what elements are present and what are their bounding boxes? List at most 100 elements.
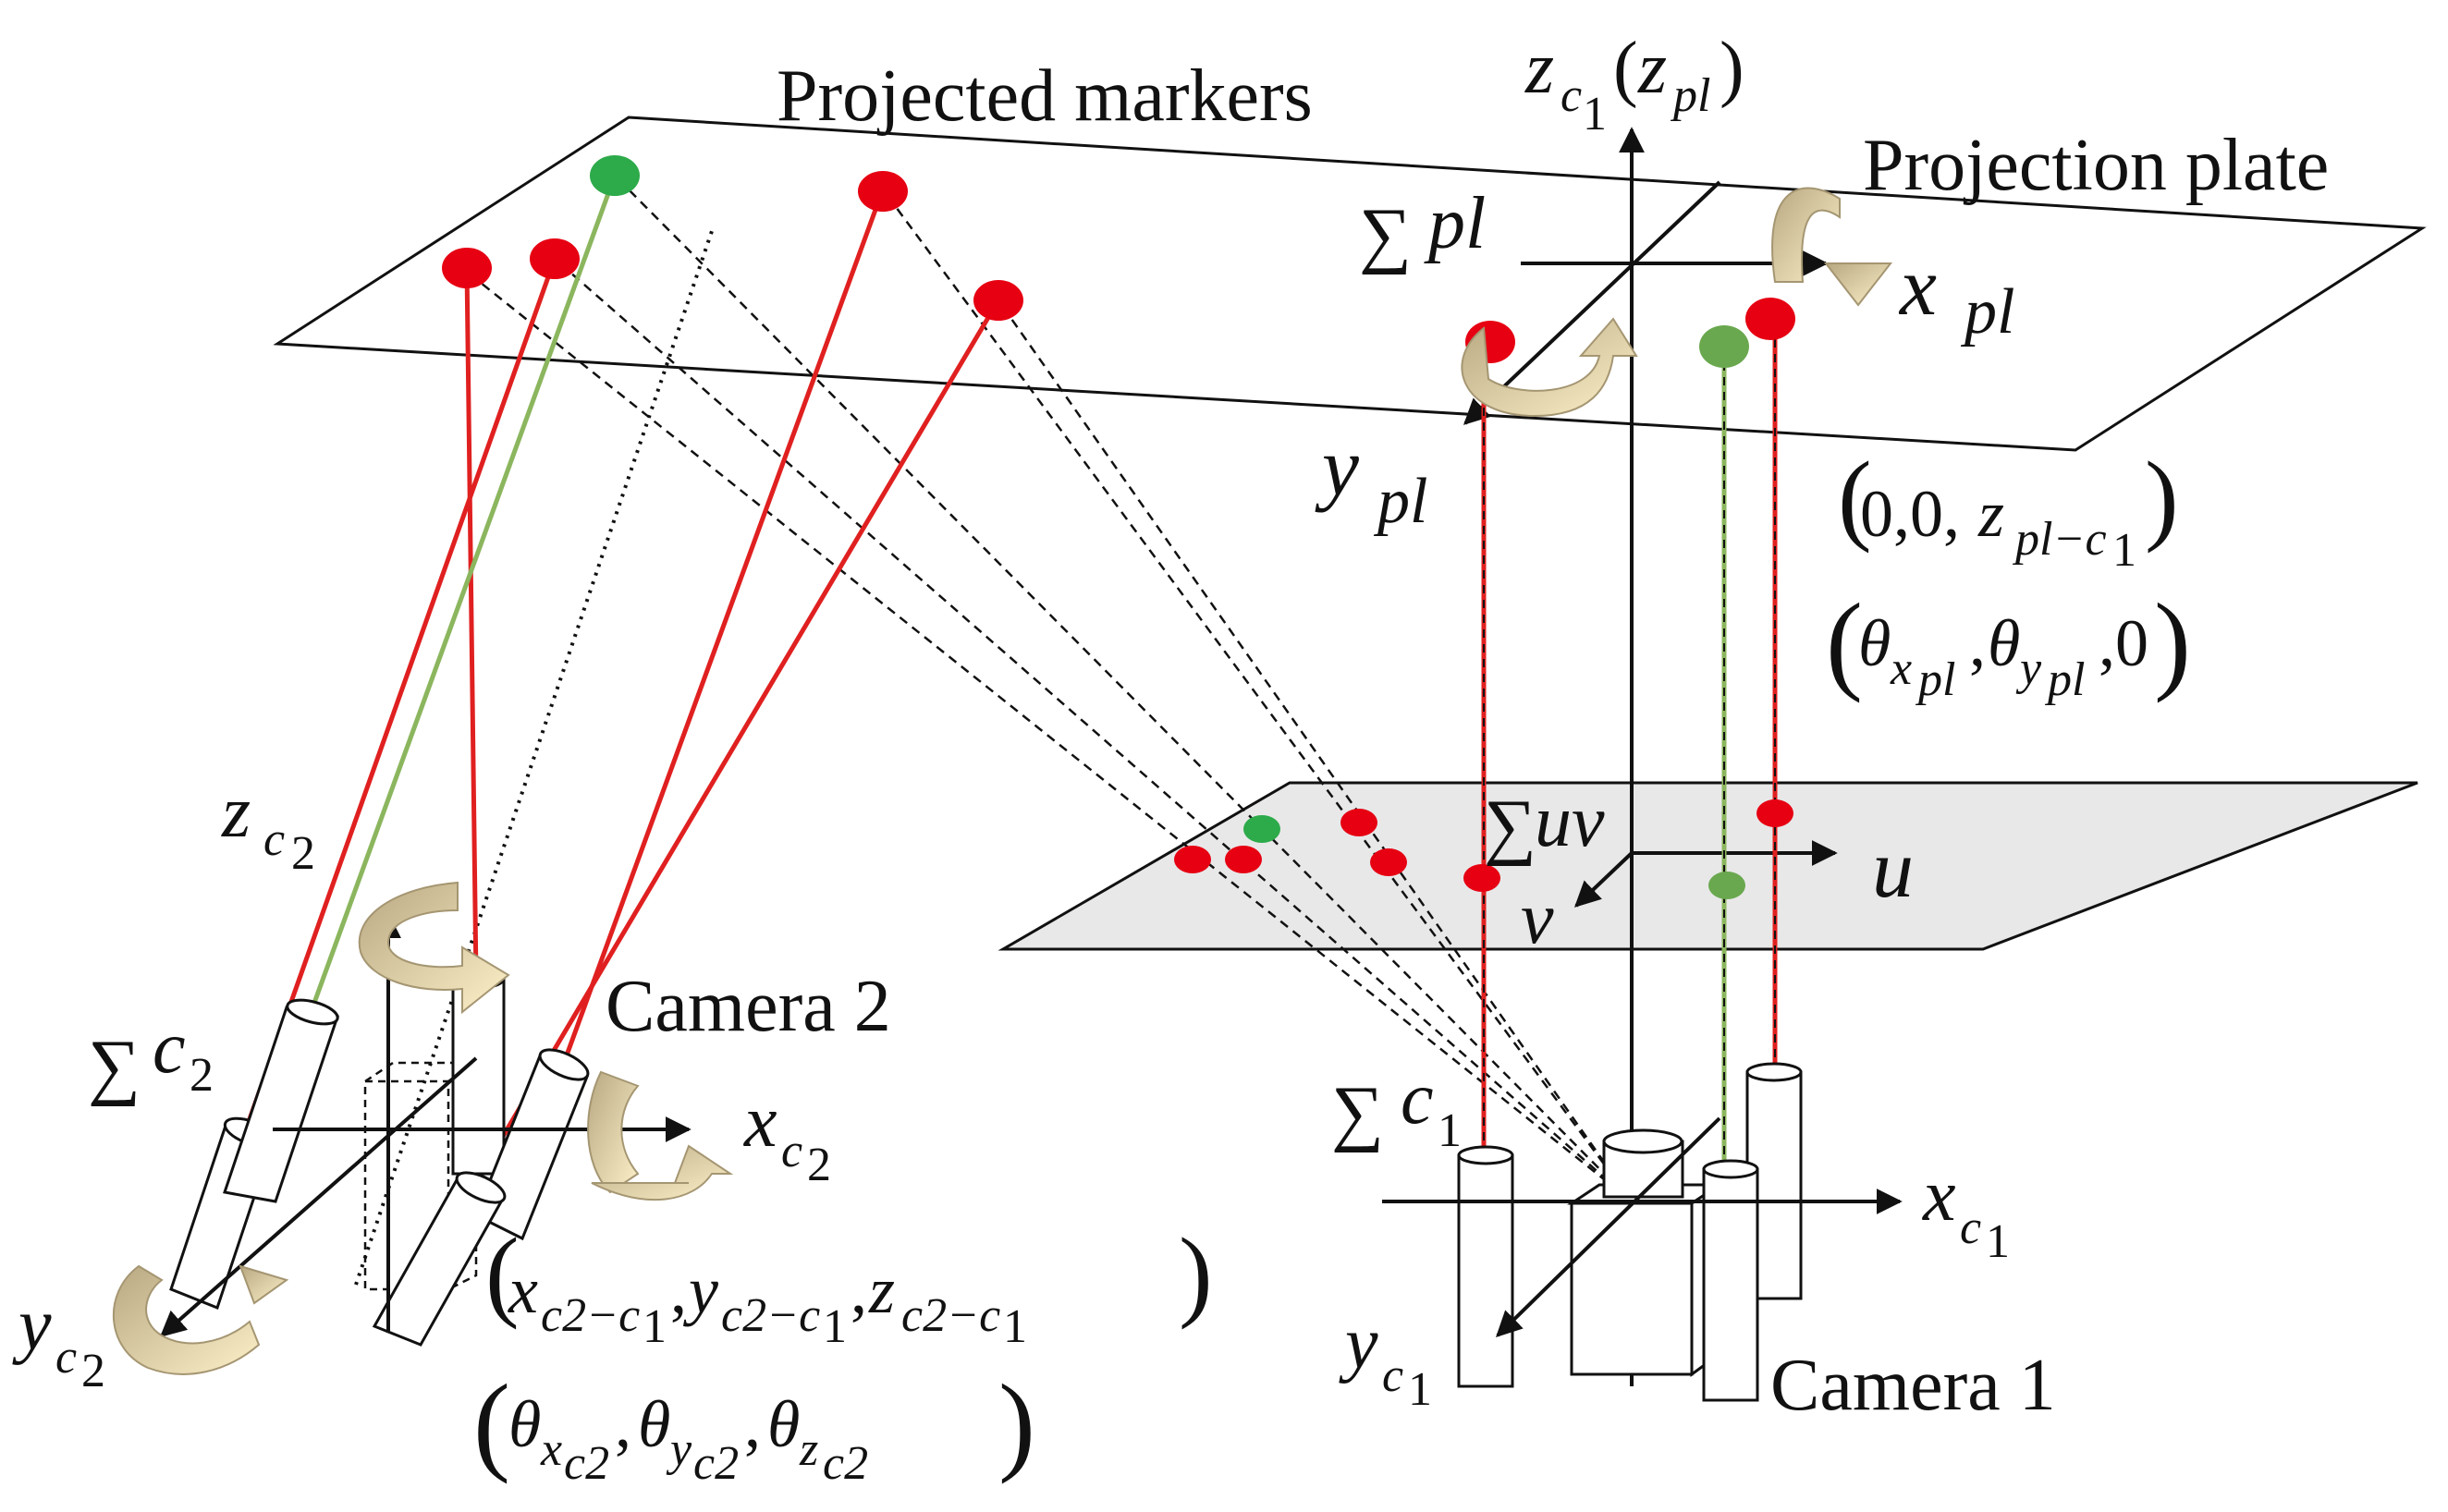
svg-text:uv: uv (1535, 781, 1605, 862)
svg-text:θ: θ (508, 1387, 541, 1461)
svg-text:z: z (1637, 28, 1667, 109)
svg-text:1: 1 (1003, 1300, 1027, 1353)
svg-text:pl: pl (1424, 183, 1486, 264)
camera1-label: Camera 1 (1770, 1345, 2056, 1426)
svg-text:(: ( (485, 1217, 520, 1330)
x-c2-label: x c 2 (743, 1081, 831, 1191)
svg-text:,0: ,0 (2099, 606, 2148, 680)
svg-text:(: ( (473, 1361, 510, 1484)
svg-text:,: , (1969, 606, 1986, 680)
camera2-projectors (169, 969, 590, 1347)
v-axis (1573, 851, 1634, 908)
svg-text:,: , (670, 1253, 687, 1327)
svg-text:,: , (851, 1253, 867, 1327)
svg-text:1: 1 (1438, 1104, 1462, 1157)
svg-text:x: x (743, 1081, 777, 1163)
plate-rotation-label: ( θ x pl , θ y pl ,0 ) (1826, 580, 2191, 706)
y-c2-label: y c 2 (12, 1285, 105, 1397)
svg-text:): ) (2154, 580, 2191, 703)
svg-text:z: z (1524, 28, 1554, 109)
camera2-ray-red-4 (478, 299, 1001, 1176)
camera2-ray-red-1 (464, 267, 479, 981)
svg-text:0,0,: 0,0, (1860, 477, 1960, 551)
svg-text:c: c (263, 813, 285, 866)
svg-text:1: 1 (643, 1300, 667, 1353)
svg-text:c2: c2 (823, 1437, 868, 1490)
svg-text:1: 1 (2112, 524, 2136, 577)
svg-text:): ) (998, 1361, 1035, 1484)
svg-text:pl: pl (1960, 276, 2014, 348)
svg-text:∑: ∑ (1484, 786, 1536, 867)
image-plane-markers (1174, 799, 1793, 899)
svg-text:x: x (1922, 1155, 1956, 1237)
svg-text:c: c (1401, 1058, 1434, 1140)
sigma-c1-label: ∑ c 1 (1331, 1058, 1462, 1157)
svg-text:(: ( (1826, 580, 1863, 703)
camera2-ray-red-2 (242, 258, 557, 1133)
y-pl-axis (1463, 180, 1721, 425)
svg-text:2: 2 (81, 1345, 105, 1397)
svg-text:c: c (1960, 1201, 1981, 1254)
projected-markers (442, 155, 1795, 368)
svg-text:2: 2 (190, 1049, 214, 1102)
y-c1-label: y c 1 (1339, 1303, 1432, 1416)
svg-text:c2−c: c2−c (721, 1289, 820, 1342)
svg-text:1: 1 (1408, 1363, 1432, 1416)
v-label: v (1521, 878, 1554, 959)
svg-text:c: c (781, 1125, 802, 1177)
y-c2-axis (159, 1056, 478, 1337)
x-pl-label: x pl (1898, 241, 2014, 348)
svg-text:∑: ∑ (1331, 1072, 1384, 1153)
svg-text:z: z (1977, 477, 2004, 551)
projection-plate-label: Projection plate (1863, 125, 2329, 206)
z-c1-label: z c 1 ( z pl ) (1524, 28, 1744, 140)
svg-text:∑: ∑ (88, 1026, 141, 1107)
cam2-translation-label: ( x c2−c 1 , y c2−c 1 , z c2−c 1 ) (485, 1217, 1213, 1353)
svg-text:y: y (12, 1285, 52, 1366)
svg-text:c: c (1382, 1349, 1403, 1402)
camera2-ray-red-3 (561, 189, 886, 1064)
svg-text:,: , (744, 1387, 761, 1461)
svg-text:x: x (1898, 241, 1937, 333)
svg-text:y: y (682, 1253, 718, 1327)
u-label: u (1872, 823, 1914, 915)
camera2-label: Camera 2 (606, 966, 891, 1047)
svg-text:c: c (55, 1331, 77, 1384)
svg-text:c: c (153, 1007, 186, 1089)
projected-markers-label: Projected markers (777, 55, 1313, 137)
svg-text:pl: pl (1670, 69, 1710, 122)
svg-text:y: y (2015, 642, 2042, 695)
cam2-rotation-label: ( θ x c2 , θ y c2 , θ z c2 ) (473, 1361, 1035, 1490)
svg-text:θ: θ (767, 1387, 800, 1461)
camera1-projectors (1457, 1062, 1803, 1402)
y-pl-label: y pl (1315, 421, 1427, 537)
sigma-c2-label: ∑ c 2 (88, 1007, 214, 1107)
svg-text:(: ( (1613, 28, 1638, 109)
svg-text:pl: pl (1373, 466, 1427, 537)
svg-text:(: ( (1838, 441, 1872, 554)
svg-text:pl: pl (1915, 653, 1955, 706)
z-c2-label: z c 2 (221, 772, 315, 880)
y-c1-axis (1495, 1116, 1721, 1337)
sigma-uv-label: ∑ uv (1484, 781, 1605, 867)
svg-text:): ) (1720, 28, 1744, 109)
curved-arrow-icon (112, 187, 1893, 1375)
svg-text:): ) (2145, 441, 2179, 554)
svg-text:2: 2 (807, 1139, 831, 1191)
image-plane-uv (998, 781, 2418, 951)
svg-text:2: 2 (291, 827, 315, 880)
svg-text:): ) (1179, 1217, 1213, 1330)
svg-text:y: y (666, 1423, 692, 1476)
svg-text:c2−c: c2−c (541, 1289, 640, 1342)
x-c1-label: x c 1 (1922, 1155, 2010, 1268)
camera2-optical-axis (354, 230, 714, 1286)
svg-text:θ: θ (638, 1387, 670, 1461)
svg-text:pl: pl (2044, 653, 2085, 706)
camera1-observation-rays (461, 175, 1634, 1202)
svg-text:1: 1 (1583, 88, 1607, 140)
svg-text:θ: θ (1858, 606, 1891, 680)
svg-text:x: x (1890, 642, 1912, 695)
svg-text:c2: c2 (693, 1437, 739, 1490)
svg-text:1: 1 (823, 1300, 847, 1353)
